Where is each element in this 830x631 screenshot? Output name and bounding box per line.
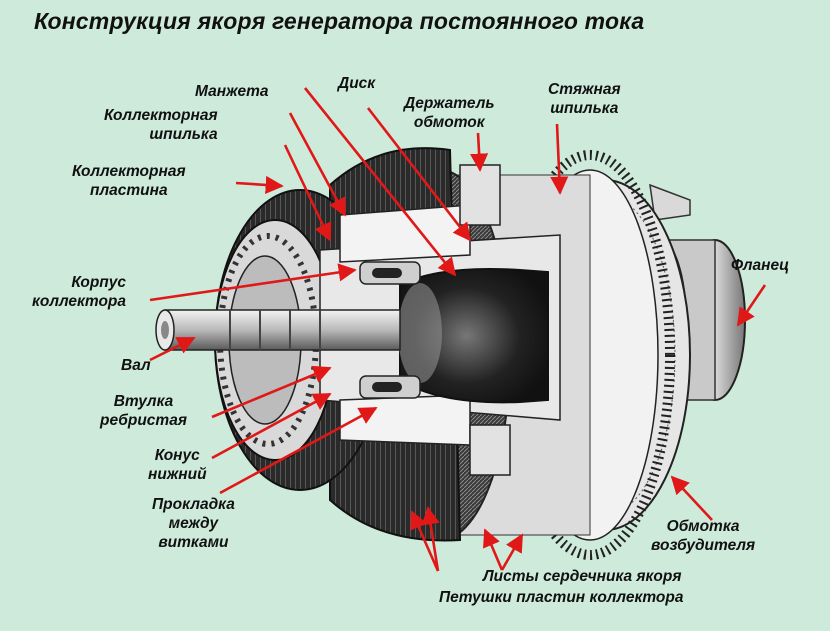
- label-vtulka: Втулка ребристая: [100, 393, 187, 429]
- label-petushki: Петушки пластин коллектора: [439, 589, 684, 606]
- arrow-derzhatel: [470, 132, 489, 172]
- label-listy: Листы сердечника якоря: [483, 568, 682, 585]
- cutaway-interior: [319, 164, 561, 476]
- label-koll-plastina: Коллекторная пластина: [72, 163, 186, 199]
- callout-arrows: [149, 87, 767, 572]
- arrow-konus: [211, 392, 332, 460]
- arrow-flanets: [736, 284, 767, 327]
- label-styazhnaya: Стяжная шпилька: [548, 81, 621, 117]
- arrow-styazhnaya: [550, 123, 569, 195]
- label-konus: Конус нижний: [148, 447, 207, 483]
- label-val: Вал: [121, 357, 151, 374]
- arrow-listy-1: [410, 510, 440, 572]
- arrow-val: [149, 336, 196, 362]
- arrow-disk-2: [366, 107, 472, 242]
- arrow-obmotka: [670, 475, 713, 521]
- arrow-koll-shpilka: [283, 144, 332, 242]
- label-flanets: Фланец: [731, 257, 790, 274]
- label-korpus: Корпус коллектора: [32, 274, 127, 310]
- label-derzhatel: Держатель обмоток: [404, 95, 495, 131]
- arrow-prokladka: [219, 406, 378, 495]
- label-manzheta: Манжета: [195, 83, 269, 100]
- arrow-petushki-1: [483, 528, 504, 571]
- diagram-title: Конструкция якоря генератора постоянного…: [34, 8, 645, 34]
- label-koll-shpilka: Коллекторная шпилька: [104, 107, 218, 143]
- shaft-part: [155, 309, 401, 351]
- arrow-petushki-2: [500, 533, 524, 571]
- arrow-korpus: [149, 263, 357, 302]
- arrow-koll-plastina: [235, 175, 284, 195]
- label-obmotka: Обмотка возбудителя: [651, 518, 756, 554]
- label-prokladka: Прокладка между витками: [152, 496, 235, 551]
- arrow-disk: [303, 87, 457, 277]
- label-disk: Диск: [338, 75, 376, 92]
- arrow-manzheta: [288, 112, 347, 217]
- arrow-listy-2: [421, 506, 440, 572]
- arrow-vtulka: [211, 365, 332, 419]
